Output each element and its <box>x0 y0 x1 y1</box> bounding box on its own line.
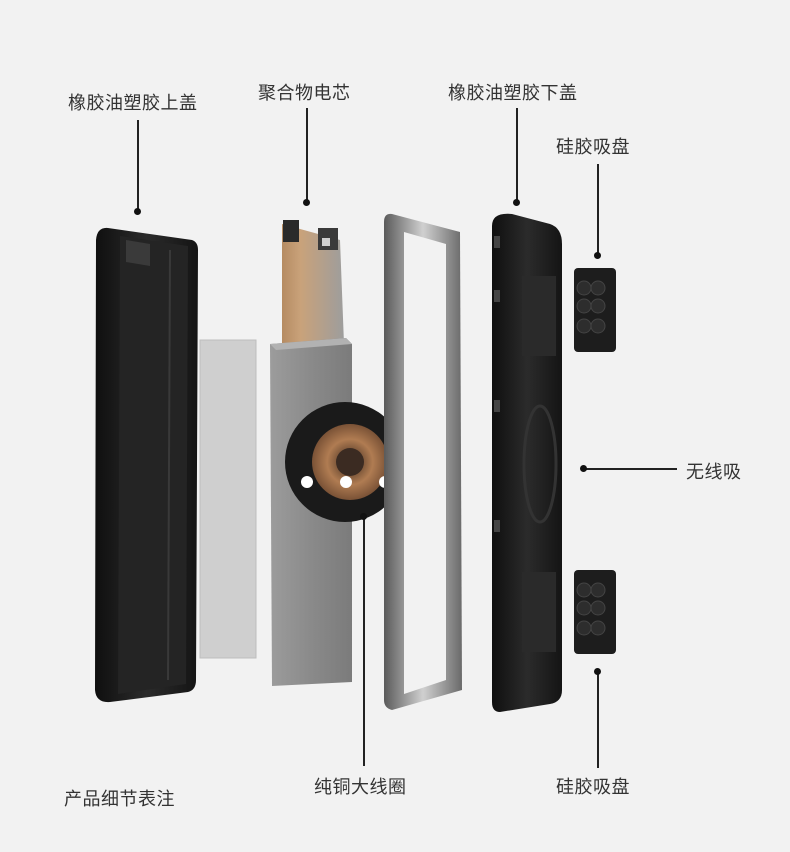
label-bottom-cover: 橡胶油塑胶下盖 <box>448 83 578 104</box>
bottom-cover-shell <box>492 213 562 712</box>
leader-suction-top <box>597 164 599 256</box>
suction-pad-top <box>574 268 616 352</box>
label-wireless: 无线吸 <box>686 462 742 483</box>
top-cover-shell <box>95 227 198 703</box>
leader-dot-wireless <box>580 465 587 472</box>
leader-dot-copper-coil <box>360 513 367 520</box>
leader-dot-bottom-cover <box>513 199 520 206</box>
leader-dot-polymer-cell <box>303 199 310 206</box>
leader-polymer-cell <box>306 108 308 202</box>
label-detail-note: 产品细节表注 <box>64 789 175 810</box>
label-suction-bottom: 硅胶吸盘 <box>556 777 630 798</box>
leader-top-cover <box>137 120 139 212</box>
leader-dot-top-cover <box>134 208 141 215</box>
leader-dot-suction-bottom <box>594 668 601 675</box>
suction-pad-bottom <box>574 570 616 654</box>
copper-coil <box>285 402 405 522</box>
label-copper-coil: 纯铜大线圈 <box>314 777 407 798</box>
polymer-cell-sheet <box>282 220 344 344</box>
leader-suction-bottom <box>597 672 599 768</box>
metal-frame <box>384 213 462 710</box>
label-suction-top: 硅胶吸盘 <box>556 137 630 158</box>
label-polymer-cell: 聚合物电芯 <box>258 83 351 104</box>
leader-wireless <box>585 468 677 470</box>
leader-bottom-cover <box>516 108 518 202</box>
label-top-cover: 橡胶油塑胶上盖 <box>68 93 198 114</box>
insulation-plate <box>199 339 257 659</box>
leader-dot-suction-top <box>594 252 601 259</box>
leader-copper-coil <box>363 518 365 766</box>
